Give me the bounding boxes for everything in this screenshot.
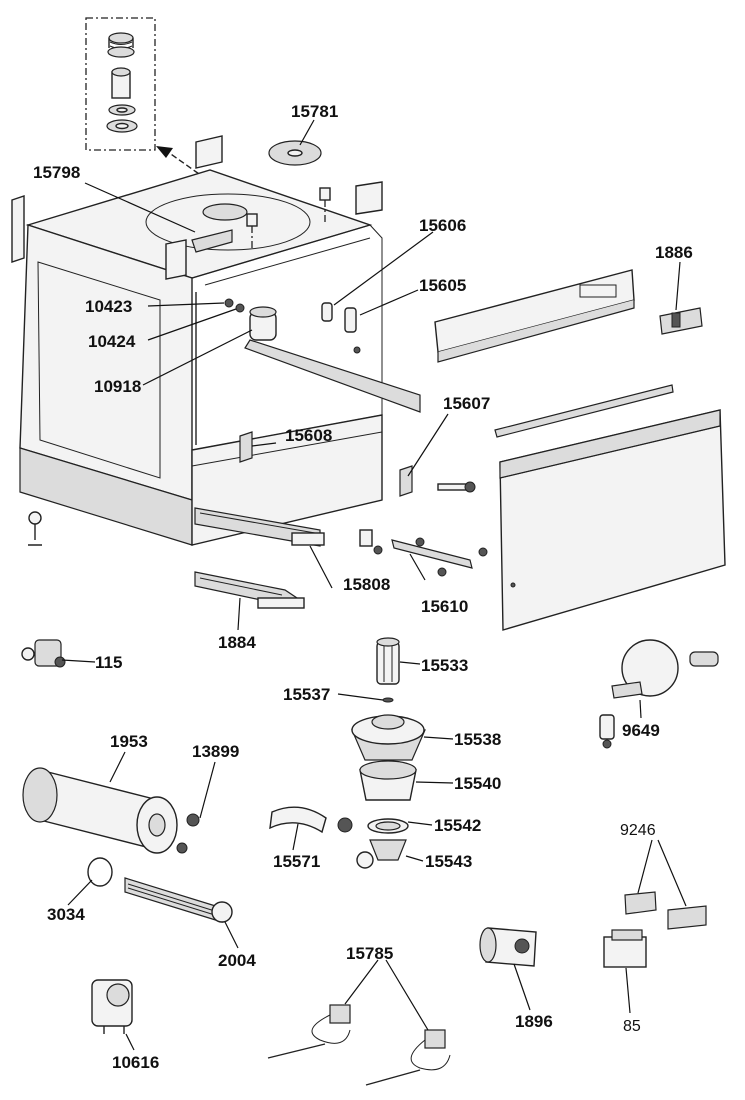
label-15538: 15538 [454, 730, 501, 749]
label-85: 85 [623, 1018, 641, 1035]
label-15537: 15537 [283, 685, 330, 704]
part-labels: 15781 15798 15606 1886 15605 10423 10424… [33, 102, 693, 1072]
sensor-15785 [267, 1004, 451, 1086]
label-9246: 9246 [620, 822, 656, 839]
label-15608: 15608 [285, 426, 332, 445]
label-3034: 3034 [47, 905, 85, 924]
heater-15808 [194, 507, 325, 547]
label-15533: 15533 [421, 656, 468, 675]
label-10423: 10423 [85, 297, 132, 316]
top-strip [434, 269, 635, 363]
filter-stack [269, 637, 426, 869]
label-15781: 15781 [291, 102, 338, 121]
valve-115 [21, 639, 66, 668]
label-15785: 15785 [346, 944, 393, 963]
label-15607: 15607 [443, 394, 490, 413]
label-15543: 15543 [425, 852, 472, 871]
label-15610: 15610 [421, 597, 468, 616]
label-9649: 9649 [622, 721, 660, 740]
relay-85 [603, 929, 647, 968]
label-1896: 1896 [515, 1012, 553, 1031]
motor-1896 [479, 927, 537, 967]
label-15798: 15798 [33, 163, 80, 182]
switch-1886 [659, 307, 703, 335]
label-2004: 2004 [218, 951, 256, 970]
label-1953: 1953 [110, 732, 148, 751]
label-1886: 1886 [655, 243, 693, 262]
tank-1953 [22, 767, 200, 854]
label-15605: 15605 [419, 276, 466, 295]
heater-1884 [194, 571, 305, 609]
label-115: 115 [95, 653, 122, 672]
pump-10616 [91, 979, 133, 1034]
label-1884: 1884 [218, 633, 256, 652]
element-2004 [124, 877, 233, 923]
cabinet-body [11, 135, 421, 546]
detail-inset [85, 17, 251, 211]
relays-9246 [624, 891, 707, 930]
label-15571: 15571 [273, 852, 320, 871]
label-15540: 15540 [454, 774, 501, 793]
label-15606: 15606 [419, 216, 466, 235]
label-10616: 10616 [112, 1053, 159, 1072]
label-10918: 10918 [94, 377, 141, 396]
label-15542: 15542 [434, 816, 481, 835]
door-panel [494, 384, 726, 631]
ring-3034 [87, 857, 113, 887]
label-13899: 13899 [192, 742, 239, 761]
leader-lines [61, 119, 687, 1051]
label-15808: 15808 [343, 575, 390, 594]
label-10424: 10424 [88, 332, 136, 351]
pump-9649 [599, 639, 719, 749]
